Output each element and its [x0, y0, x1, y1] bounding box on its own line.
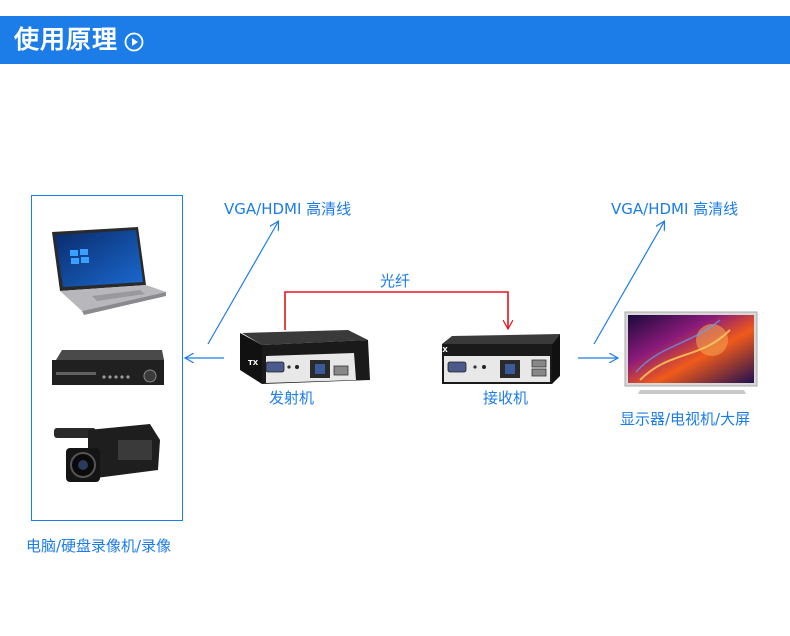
cable-right-label: VGA/HDMI 高清线	[611, 200, 739, 218]
laptop-icon	[52, 227, 166, 315]
transmitter-label: 发射机	[269, 389, 315, 407]
receiver-device: RX	[437, 334, 560, 384]
camcorder-icon	[54, 424, 160, 482]
fiber-line	[284, 291, 508, 330]
tv-display-icon	[624, 311, 758, 394]
cable-left-label: VGA/HDMI 高清线	[224, 200, 352, 218]
header-banner: 使用原理	[0, 16, 790, 64]
sources-label: 电脑/硬盘录像机/录像	[26, 537, 172, 555]
fiber-label: 光纤	[380, 272, 411, 290]
transmitter-device: TX	[240, 330, 370, 384]
receiver-tag: RX	[437, 346, 448, 354]
page-title: 使用原理	[14, 25, 119, 54]
play-circle-icon	[124, 32, 144, 52]
cable-right-arrow	[593, 222, 664, 345]
display-label: 显示器/电视机/大屏	[620, 410, 751, 428]
cable-left-arrow	[207, 222, 278, 345]
receiver-label: 接收机	[483, 389, 529, 407]
dvr-recorder-icon	[52, 350, 164, 385]
transmitter-tag: TX	[248, 359, 259, 367]
